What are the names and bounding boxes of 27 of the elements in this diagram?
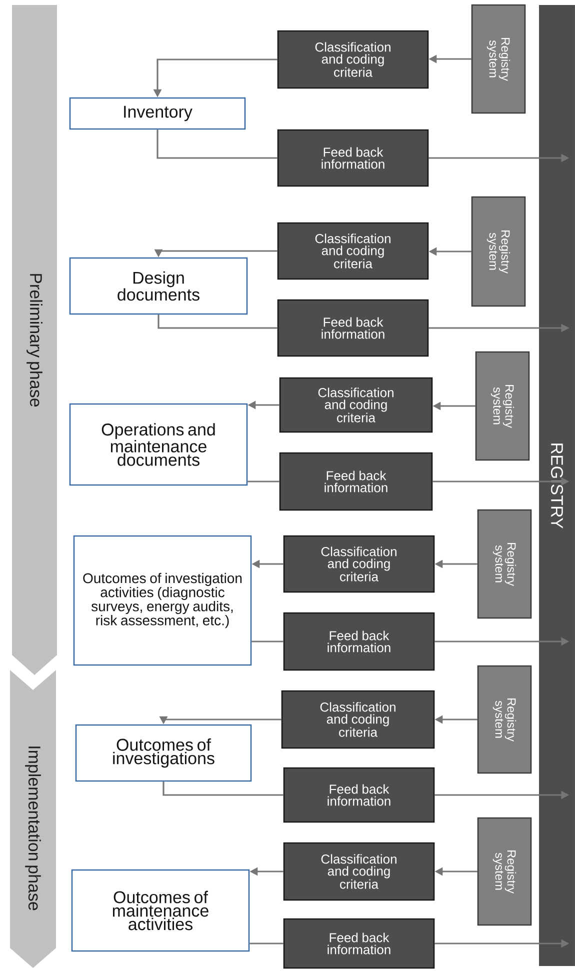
document-box: Outcomes of maintenance activities	[71, 869, 250, 952]
feedback-box: Feed back information	[283, 918, 435, 969]
feedback-box: Feed back information	[283, 612, 435, 671]
registry-system-box: Registry system	[471, 196, 526, 307]
feedback-box: Feed back information	[277, 299, 429, 357]
criteria-box: Classification and coding criteria	[277, 30, 429, 89]
document-box: Operations and maintenance documents	[69, 403, 248, 486]
document-box: Inventory	[69, 97, 246, 130]
document-box: Outcomes of investigations	[75, 724, 252, 782]
criteria-box: Classification and coding criteria	[283, 535, 435, 593]
criteria-box: Classification and coding criteria	[283, 842, 435, 901]
criteria-box: Classification and coding criteria	[277, 222, 429, 280]
document-box: Outcomes of investigation activities (diagnostic surveys, energy audits, risk assessment, etc.)	[73, 535, 252, 666]
phase-band: Preliminary phase	[12, 5, 57, 675]
registry-system-box: Registry system	[471, 4, 526, 114]
registry-system-box: Registry system	[477, 665, 532, 774]
criteria-box: Classification and coding criteria	[279, 377, 433, 433]
document-box: Design documents	[69, 257, 248, 315]
feedback-box: Feed back information	[279, 452, 433, 511]
feedback-box: Feed back information	[283, 767, 435, 823]
registry-system-box: Registry system	[475, 351, 530, 461]
criteria-box: Classification and coding criteria	[281, 690, 435, 749]
phase-band: Implementation phase	[10, 670, 56, 968]
registry-system-box: Registry system	[477, 509, 532, 619]
registry-system-box: Registry system	[477, 817, 532, 926]
feedback-box: Feed back information	[277, 129, 429, 187]
registry-bar: REGISTRY	[539, 5, 575, 966]
